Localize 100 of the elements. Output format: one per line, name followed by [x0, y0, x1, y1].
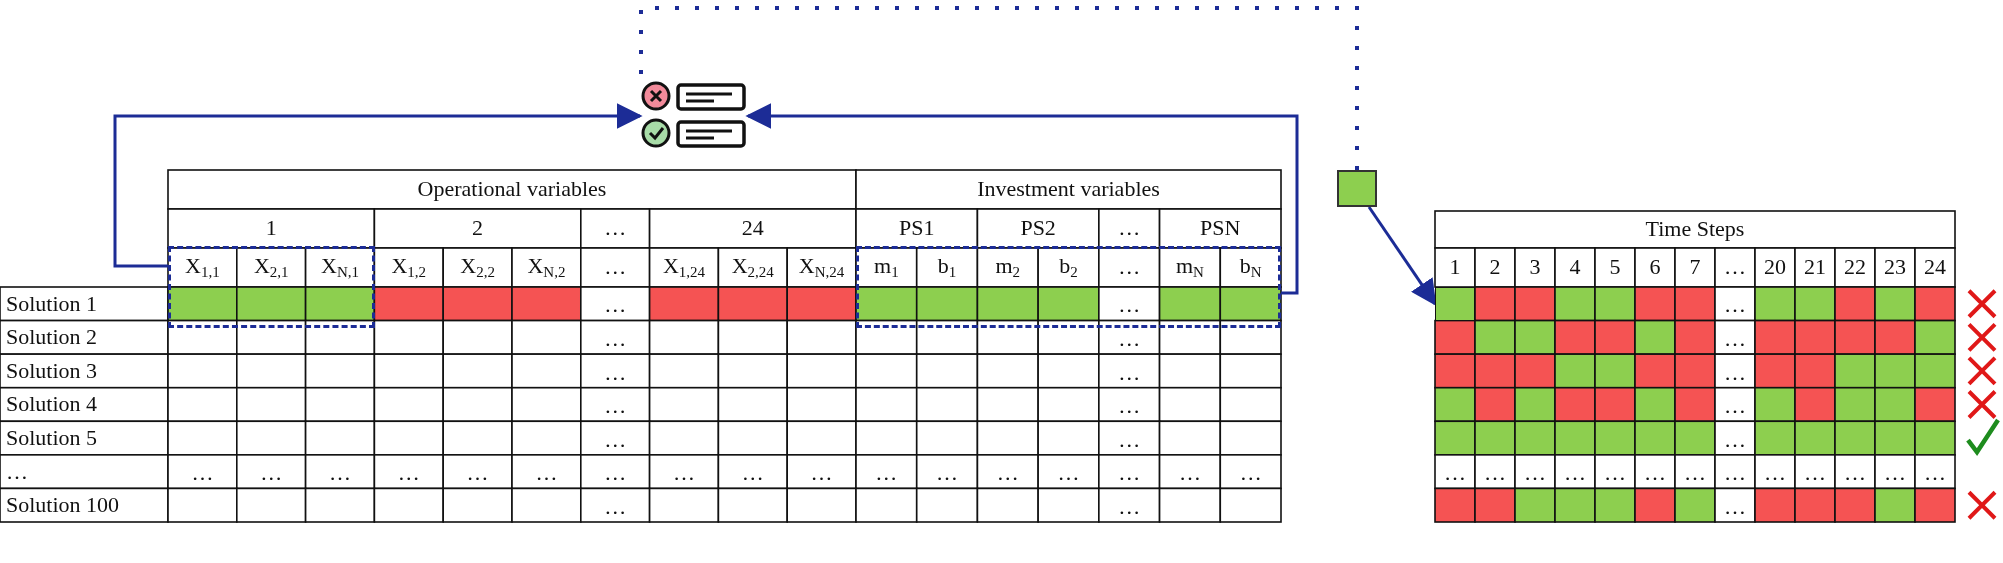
column-header: 2 [472, 216, 484, 241]
table-cell [1435, 287, 1475, 321]
row-label: Solution 5 [6, 425, 98, 451]
variable-name: b$_{1}$ [937, 254, 957, 281]
ellipsis: … [1484, 461, 1506, 486]
variable-name: X$_{2,2}$ [460, 254, 495, 281]
variable-name: X$_{N,2}$ [527, 254, 566, 281]
column-group-header: Investment variables [977, 177, 1160, 202]
ellipsis: … [604, 394, 627, 419]
ellipsis: … [810, 461, 833, 486]
ellipsis: … [1644, 461, 1666, 486]
column-header: 23 [1884, 255, 1906, 280]
ellipsis: … [604, 293, 627, 318]
ellipsis: … [875, 461, 898, 486]
column-header: 24 [741, 216, 764, 241]
ellipsis: … [604, 427, 627, 452]
column-header: 1 [1449, 255, 1461, 280]
column-header: PS1 [898, 216, 935, 241]
column-header: 20 [1764, 255, 1786, 280]
ellipsis: … [1178, 461, 1201, 486]
variable-name: m$_{1}$ [874, 254, 899, 281]
ellipsis: … [741, 461, 764, 486]
variable-name: b$_{N}$ [1239, 254, 1262, 281]
ellipsis: … [329, 461, 351, 486]
row-label: Solution 4 [6, 392, 98, 417]
highlight-box [856, 246, 1281, 328]
ellipsis: … [1724, 427, 1746, 452]
row-label: Solution 2 [6, 325, 98, 350]
column-header: 6 [1649, 255, 1661, 280]
variable-name: X$_{1,1}$ [185, 254, 220, 281]
variable-name: X$_{N,1}$ [321, 254, 359, 281]
ellipsis: … [604, 360, 627, 385]
ellipsis: … [936, 461, 959, 486]
ellipsis: … [191, 461, 214, 486]
ellipsis: … [1724, 326, 1746, 352]
sample-square [1337, 170, 1377, 207]
column-header: 4 [1569, 255, 1581, 280]
column-header: 3 [1529, 255, 1541, 280]
variable-name: X$_{1,24}$ [662, 254, 706, 281]
ellipsis: … [6, 459, 28, 484]
variable-name: X$_{2,24}$ [731, 254, 774, 281]
dotted-connector [639, 6, 1359, 170]
ellipsis: … [1118, 293, 1141, 318]
variable-name: X$_{1,2}$ [391, 254, 427, 281]
ellipsis: … [1764, 461, 1786, 486]
row-label: Solution 100 [6, 493, 120, 518]
ellipsis: … [604, 494, 627, 519]
ellipsis: … [1444, 461, 1466, 486]
ellipsis: … [1524, 461, 1546, 486]
ellipsis: … [466, 461, 489, 486]
ellipsis: … [604, 461, 627, 486]
ellipsis: … [1684, 461, 1706, 486]
ellipsis: … [1884, 461, 1906, 486]
ellipsis: … [1118, 494, 1141, 519]
variable-name: b$_{2}$ [1059, 254, 1078, 281]
row-label: Solution 3 [6, 358, 98, 383]
column-group-header: Operational variables [417, 177, 607, 202]
column-header: 7 [1689, 255, 1701, 280]
ellipsis: … [604, 255, 627, 280]
ellipsis: … [260, 461, 283, 486]
arrow [113, 103, 643, 268]
column-header: 24 [1924, 255, 1946, 280]
ellipsis: … [1724, 461, 1746, 486]
ellipsis: … [604, 326, 627, 352]
ellipsis: … [1118, 255, 1141, 280]
column-header: 1 [265, 216, 277, 241]
column-header: PSN [1200, 216, 1241, 241]
row-label: Solution 1 [6, 291, 98, 316]
ellipsis: … [397, 461, 420, 486]
ellipsis: … [673, 461, 695, 486]
ellipsis: … [1564, 461, 1586, 486]
column-header: PS2 [1020, 216, 1056, 241]
column-group-header: Time Steps [1645, 217, 1745, 242]
ellipsis: … [1724, 394, 1746, 419]
column-header: 5 [1609, 255, 1621, 280]
status-icons-drawing [640, 80, 748, 150]
variable-name: X$_{2,1}$ [253, 254, 289, 281]
ellipsis: … [1057, 461, 1080, 486]
ellipsis: … [996, 461, 1019, 486]
ellipsis: … [1924, 461, 1946, 486]
ellipsis: … [1118, 326, 1141, 352]
ellipsis: … [1604, 461, 1626, 486]
arrow [1367, 206, 1437, 306]
variable-name: m$_{N}$ [1175, 254, 1204, 281]
variable-name: m$_{2}$ [995, 254, 1021, 281]
highlight-box [168, 246, 375, 328]
ellipsis: … [1724, 494, 1746, 519]
ellipsis: … [1118, 216, 1141, 241]
ellipsis: … [604, 216, 627, 241]
ellipsis: … [1118, 461, 1141, 486]
ellipsis: … [1724, 360, 1746, 385]
ellipsis: … [1804, 461, 1826, 486]
ellipsis: … [1118, 427, 1141, 452]
ellipsis: … [1724, 255, 1746, 280]
column-header: 2 [1489, 255, 1501, 280]
ellipsis: … [1239, 461, 1262, 486]
column-header: 21 [1804, 255, 1826, 280]
ellipsis: … [1118, 394, 1141, 419]
ellipsis: … [1724, 293, 1746, 318]
column-header: 22 [1844, 255, 1866, 280]
